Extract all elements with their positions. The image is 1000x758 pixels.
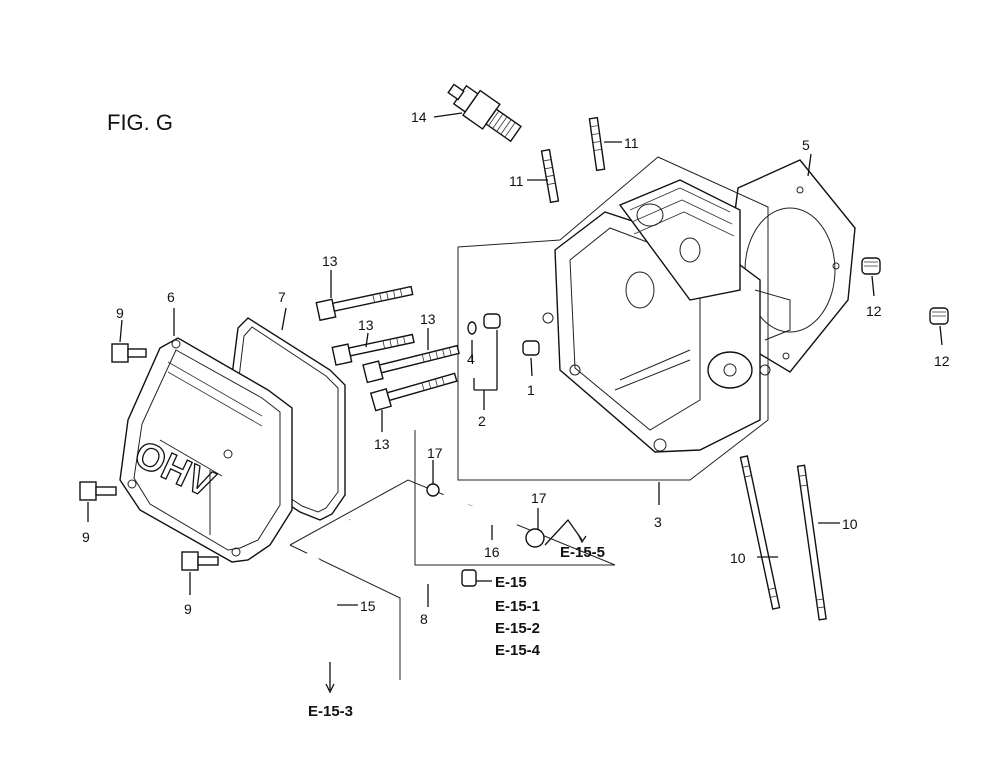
reference-e-15-3: E-15-3: [308, 703, 353, 720]
reference-e-15-5: E-15-5: [560, 544, 605, 561]
callout-2: 2: [478, 413, 486, 429]
callout-14: 14: [411, 109, 427, 125]
reference-e-15-1: E-15-1: [495, 598, 540, 615]
callout-17a: 17: [427, 445, 443, 461]
cylinder-head-part: [542, 179, 791, 453]
breather-hose-part: [426, 483, 545, 548]
breather-tube-part: [349, 519, 477, 587]
cap-part-a: [861, 257, 881, 275]
callout-5: 5: [802, 137, 810, 153]
callout-4: 4: [467, 351, 475, 367]
callout-12b: 12: [934, 353, 950, 369]
callout-9b: 9: [82, 529, 90, 545]
callout-9a: 9: [116, 305, 124, 321]
callout-10a: 10: [730, 550, 746, 566]
callout-6: 6: [167, 289, 175, 305]
reference-e-15: E-15: [495, 574, 527, 591]
long-studs-part: [739, 455, 827, 621]
callout-13a: 13: [322, 253, 338, 269]
callout-7: 7: [278, 289, 286, 305]
callout-13b: 13: [358, 317, 374, 333]
callout-13d: 13: [374, 436, 390, 452]
callout-10b: 10: [842, 516, 858, 532]
reference-e-15-4: E-15-4: [495, 642, 541, 659]
callout-17b: 17: [531, 490, 547, 506]
breather-group-box: [289, 479, 616, 680]
callout-8: 8: [420, 611, 428, 627]
cap-part-b: [929, 307, 949, 325]
head-cover-part: OHV: [119, 337, 293, 563]
callout-3: 3: [654, 514, 662, 530]
drain-tube-part: [306, 551, 334, 659]
callout-12a: 12: [866, 303, 882, 319]
stud-bolts-part: [540, 116, 606, 204]
figure-title: FIG. G: [107, 110, 173, 135]
callout-15: 15: [360, 598, 376, 614]
callout-11a: 11: [509, 173, 524, 189]
spark-plug-part: [447, 83, 522, 143]
callout-13c: 13: [420, 311, 436, 327]
cover-bolts-part: [79, 343, 219, 571]
hose-group-box: [414, 430, 615, 566]
valve-guide-seal-part: [467, 313, 540, 356]
callout-16: 16: [484, 544, 500, 560]
callout-11b: 11: [624, 135, 639, 151]
reference-e-15-2: E-15-2: [495, 620, 540, 637]
head-bolts-part: [315, 285, 460, 412]
callout-1: 1: [527, 382, 535, 398]
callout-9c: 9: [184, 601, 192, 617]
cylinder-head-group-box: [457, 156, 769, 481]
